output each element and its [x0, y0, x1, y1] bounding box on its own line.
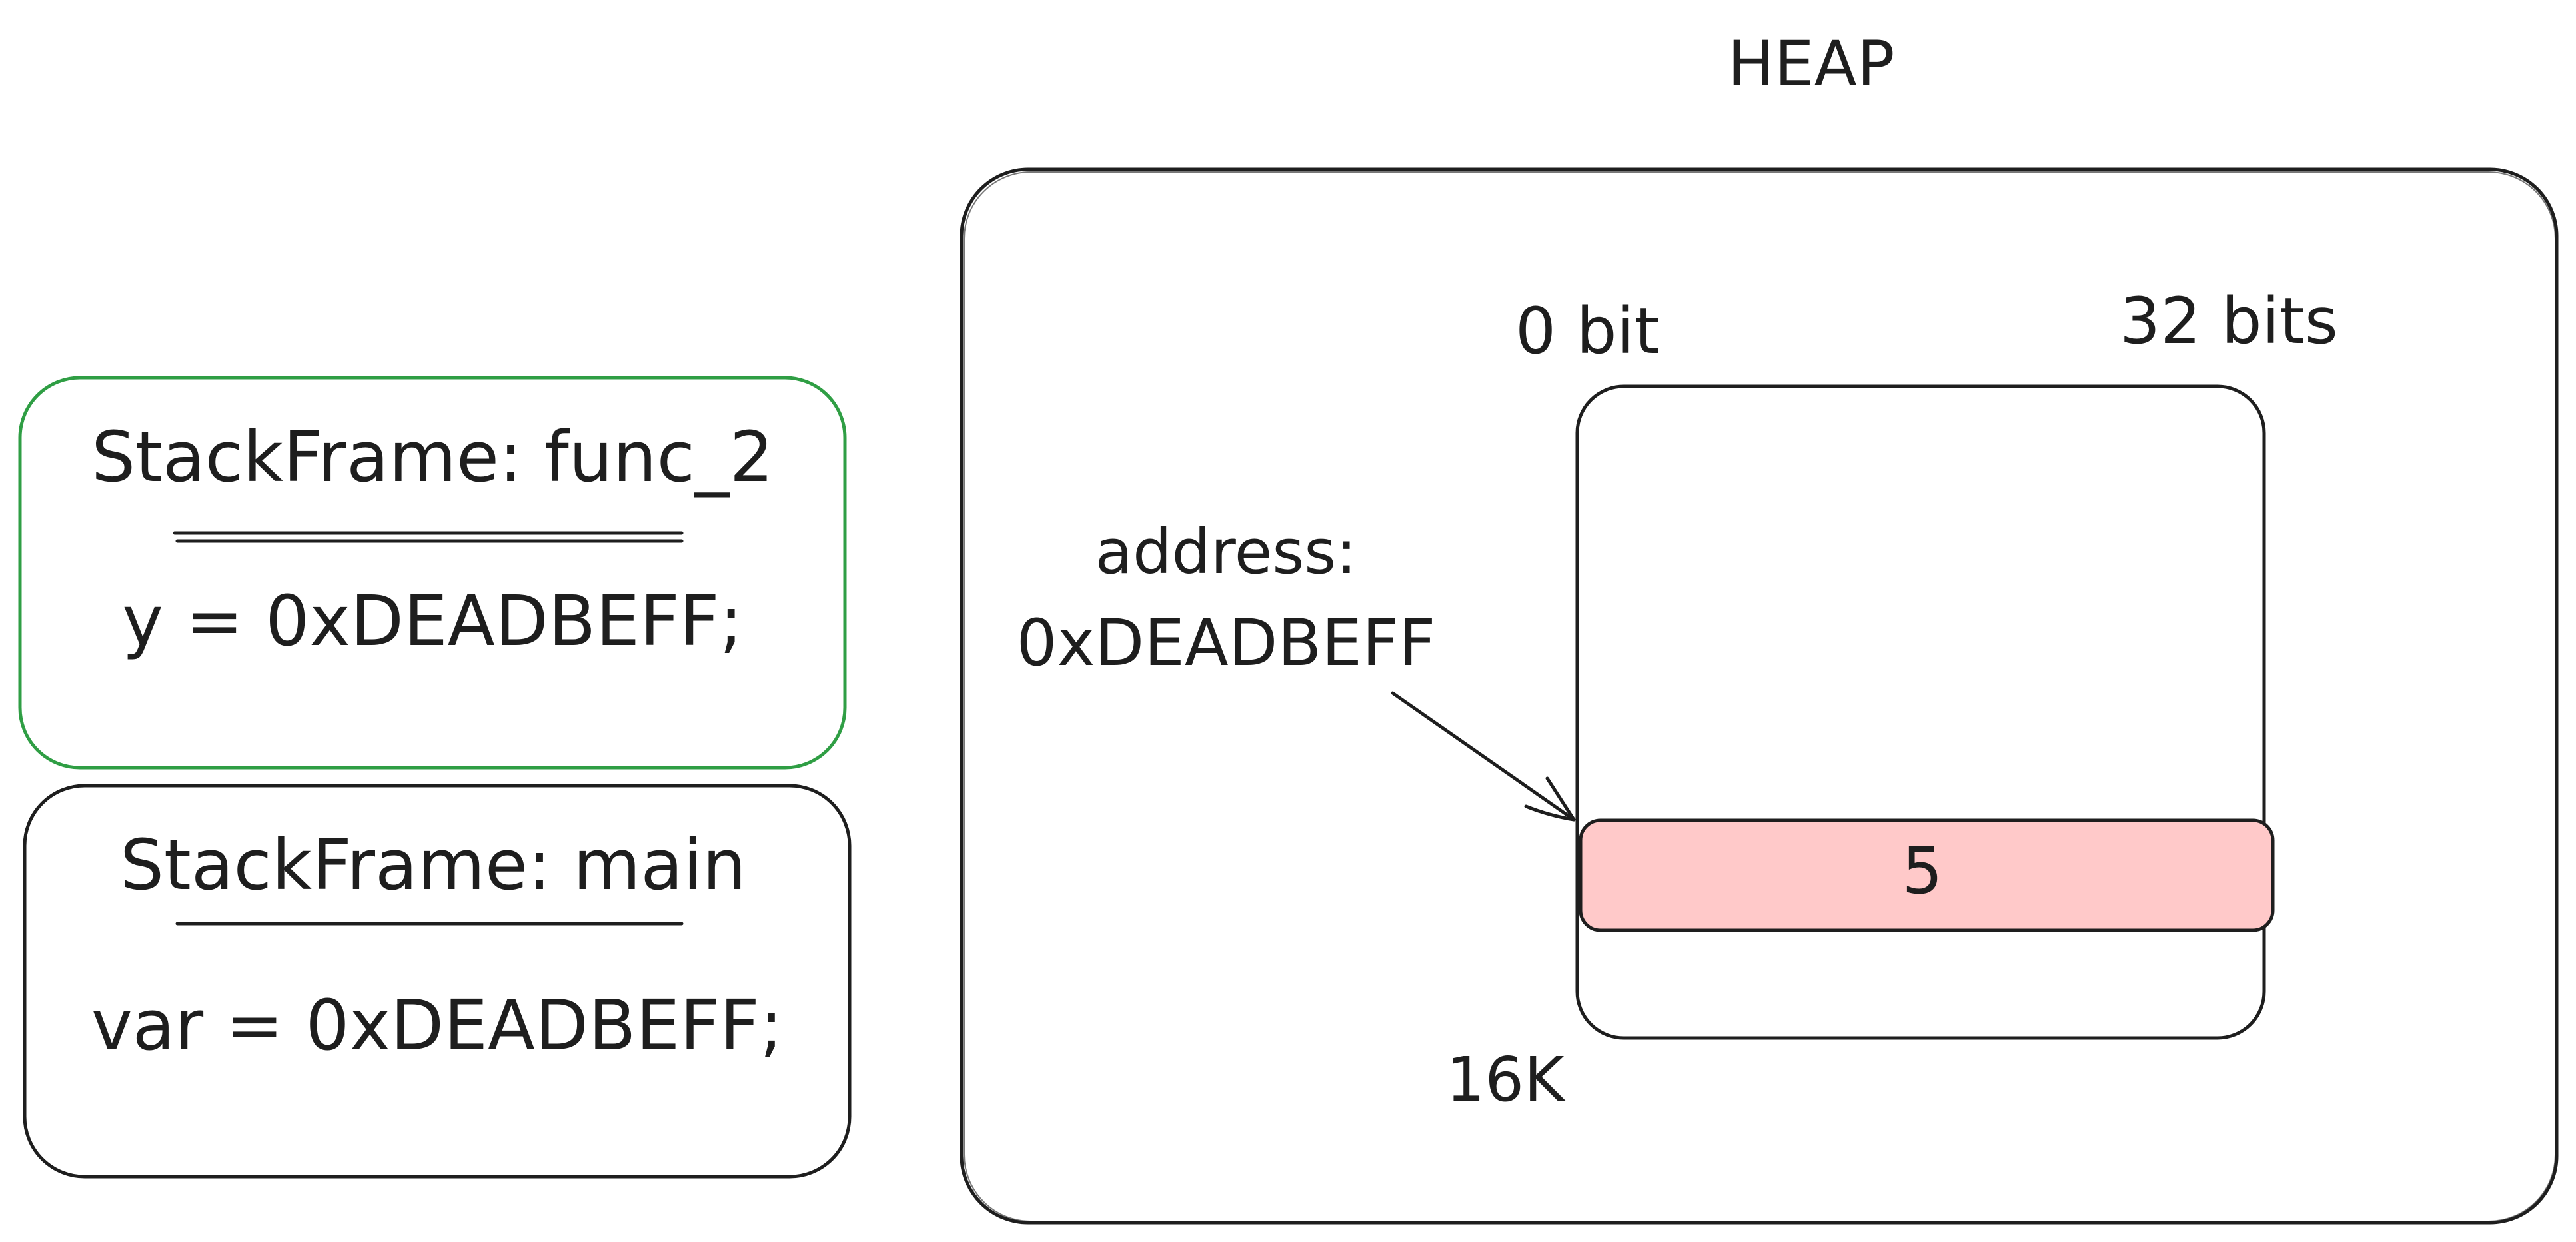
address-label: address: — [1095, 516, 1357, 588]
stack-frame-content: y = 0xDEADBEFF; — [122, 580, 742, 662]
stack-frame-border — [23, 784, 852, 1179]
stack-frame-title: StackFrame: main — [120, 824, 746, 906]
arrow-head-barb — [1545, 776, 1576, 822]
pointer-arrow — [1391, 691, 1576, 822]
stack-frame-main[interactable]: StackFrame: main var = 0xDEADBEFF; — [23, 784, 852, 1179]
heap-border — [960, 167, 2559, 1225]
start-bit-label: 0 bit — [1515, 294, 1660, 368]
heap-size-label: 16K — [1446, 1044, 1566, 1115]
arrow-head-barb — [1524, 804, 1576, 822]
address-value: 0xDEADBEFF — [1016, 606, 1435, 680]
stack-frame-content: var = 0xDEADBEFF; — [91, 985, 783, 1066]
stack-frame-border — [18, 376, 847, 770]
heap-border-second-stroke — [964, 171, 2556, 1222]
allocated-cell-box — [1579, 818, 2275, 932]
heap-region[interactable]: 0 bit 32 bits 5 16K address: 0xDEADBEFF — [960, 167, 2559, 1225]
memory-block[interactable]: 5 — [1575, 384, 2275, 1040]
allocated-cell[interactable]: 5 — [1579, 818, 2275, 932]
stack-frame-func-2[interactable]: StackFrame: func_2 y = 0xDEADBEFF; — [18, 376, 847, 770]
stack-frame-title: StackFrame: func_2 — [91, 416, 774, 498]
end-bit-label: 32 bits — [2120, 284, 2338, 358]
memory-block-border — [1575, 384, 2266, 1040]
arrow-shaft — [1391, 691, 1576, 822]
heap-title: HEAP — [1727, 28, 1894, 101]
stored-value: 5 — [1902, 834, 1942, 908]
